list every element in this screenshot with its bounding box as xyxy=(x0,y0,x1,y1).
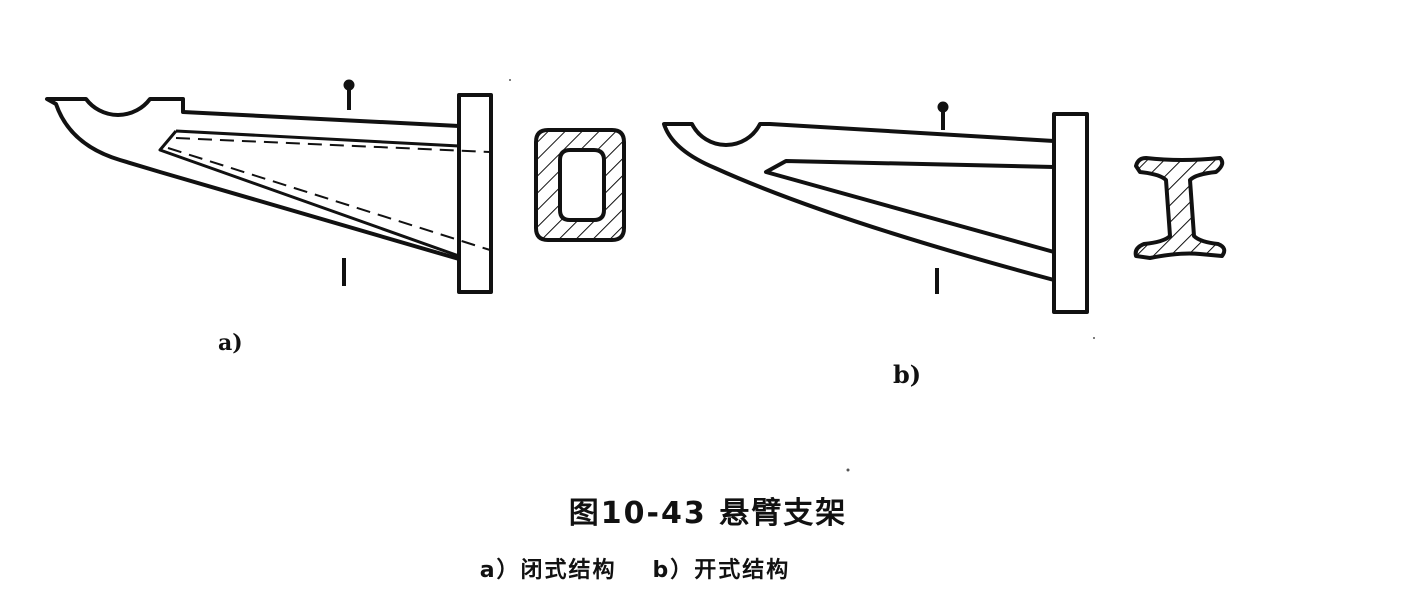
section-a-hatched-wall xyxy=(534,128,626,242)
scan-noise xyxy=(509,79,1095,472)
label-b: b) xyxy=(893,360,922,389)
scan-speck xyxy=(846,468,850,472)
section-b-i-beam-shape xyxy=(1133,156,1227,260)
bracket-b xyxy=(662,112,1089,314)
bracket-b-outline xyxy=(662,122,1056,282)
bracket-a-wall-plate xyxy=(457,93,493,294)
caption-sub-a: a）闭式结构 xyxy=(479,558,617,583)
scan-speck xyxy=(1093,337,1095,339)
bracket-a-hidden-lines xyxy=(167,137,491,251)
figure-caption-sub: a）闭式结构 b）开式结构 xyxy=(0,552,1270,584)
bracket-a xyxy=(45,93,493,294)
section-b-i-beam xyxy=(1133,156,1227,260)
section-mark-a-top-head xyxy=(343,79,355,91)
scan-speck xyxy=(509,79,511,81)
bracket-a-outline xyxy=(45,97,461,261)
section-mark-b-top-head xyxy=(937,101,949,113)
figure-caption-title: 图10-43 悬臂支架 xyxy=(568,496,848,531)
label-a: a) xyxy=(218,330,243,356)
section-marks-b xyxy=(935,101,949,294)
bracket-b-wall-plate xyxy=(1052,112,1089,314)
section-a-hollow-box xyxy=(534,128,626,242)
section-marks-a xyxy=(342,79,355,286)
bracket-a-rib-outline xyxy=(158,129,460,258)
caption-sub-b: b）开式结构 xyxy=(652,558,791,583)
